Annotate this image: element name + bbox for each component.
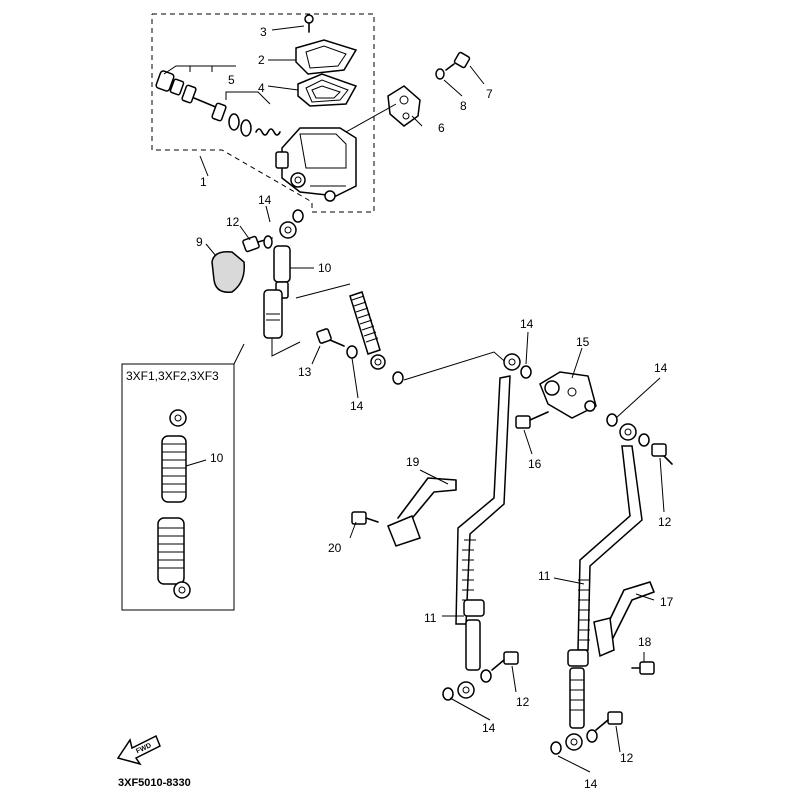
part-2-reservoir-cap xyxy=(295,39,358,75)
callout-10-upper: 10 xyxy=(318,261,332,275)
callout-17: 17 xyxy=(660,595,674,609)
part-14-washers-right-bottom xyxy=(550,729,598,755)
part-12-union-bolt-right-top xyxy=(651,443,673,465)
callout-6: 6 xyxy=(438,121,445,135)
part-11-brake-hose-right xyxy=(565,423,643,751)
part-14-washers-left-bottom xyxy=(442,669,492,701)
callout-9: 9 xyxy=(196,235,203,249)
part-20-bolt xyxy=(351,511,379,525)
callout-7: 7 xyxy=(486,87,493,101)
part-5-piston-kit xyxy=(155,65,281,137)
callout-14-left-bottom: 14 xyxy=(482,721,496,735)
callout-11-left: 11 xyxy=(424,611,437,625)
master-cylinder-body xyxy=(275,127,357,202)
callout-14-upper: 14 xyxy=(258,193,272,207)
part-13-bolt xyxy=(316,328,345,347)
master-cylinder-assembly-box xyxy=(151,13,375,213)
part-18-bolt xyxy=(631,661,655,675)
variant-box xyxy=(121,343,245,611)
part-14-washers-right-top xyxy=(606,413,650,447)
callout-16: 16 xyxy=(528,457,542,471)
callout-10-variant: 10 xyxy=(210,451,224,465)
callout-14-right-bottom: 14 xyxy=(584,777,598,791)
part-7-bolt xyxy=(445,51,471,71)
callout-5: 5 xyxy=(228,73,235,87)
callout-14-right-top: 14 xyxy=(654,361,668,375)
part-14-washer-left-top xyxy=(520,365,532,379)
callout-8: 8 xyxy=(460,99,467,113)
callout-15: 15 xyxy=(576,335,590,349)
part-10-brake-hose-upper xyxy=(263,221,301,357)
part-12-union-bolt-left xyxy=(491,651,519,671)
part-14-washers-mid xyxy=(346,345,404,385)
callout-14-mid: 14 xyxy=(350,399,364,413)
callout-12-right-bottom: 12 xyxy=(620,751,634,765)
part-17-hose-clamp xyxy=(593,581,655,658)
callout-12-upper: 12 xyxy=(226,215,240,229)
callout-labels: 3 2 4 5 7 8 6 1 14 12 9 10 13 14 14 15 1… xyxy=(126,25,674,791)
callout-12-right-top: 12 xyxy=(658,515,672,529)
callout-11-right: 11 xyxy=(538,569,551,583)
part-15-brake-hose-joint xyxy=(539,371,597,419)
callout-18: 18 xyxy=(638,635,652,649)
callout-14-left-top: 14 xyxy=(520,317,534,331)
diagram-code: 3XF5010-8330 xyxy=(118,777,191,789)
part-3-screw xyxy=(304,14,314,33)
part-11-brake-hose-left xyxy=(455,353,521,699)
callout-3: 3 xyxy=(260,25,267,39)
variant-box-label: 3XF1,3XF2,3XF3 xyxy=(126,369,219,383)
part-16-bolt xyxy=(515,411,549,429)
callout-4: 4 xyxy=(258,81,265,95)
part-8-washer xyxy=(435,68,445,80)
callout-2: 2 xyxy=(258,53,265,67)
fwd-arrow-icon: FWD xyxy=(116,734,161,766)
callout-12-left: 12 xyxy=(516,695,530,709)
leader-lines xyxy=(199,25,665,773)
callout-13: 13 xyxy=(298,365,312,379)
callout-1: 1 xyxy=(200,175,207,189)
part-14-washers-upper xyxy=(263,209,304,249)
callout-19: 19 xyxy=(406,455,420,469)
part-12-union-bolt-right-bottom xyxy=(595,711,623,731)
callout-20: 20 xyxy=(328,541,342,555)
part-19-hose-guide xyxy=(387,477,457,547)
part-4-diaphragm xyxy=(297,73,358,107)
part-9-banjo-cover xyxy=(211,250,245,293)
